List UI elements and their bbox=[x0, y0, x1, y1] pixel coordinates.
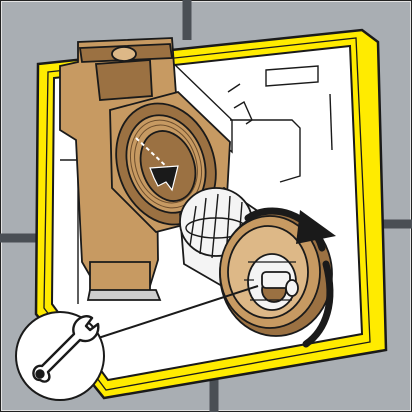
rotate-arrow-icon bbox=[244, 207, 336, 348]
wrench-icon bbox=[32, 315, 100, 383]
tool-bubble bbox=[15, 311, 105, 401]
cartridge bbox=[179, 186, 333, 337]
tool-leader-line bbox=[85, 285, 259, 343]
wall-box-interior bbox=[60, 61, 333, 304]
insert-arrow-icon bbox=[135, 137, 179, 192]
